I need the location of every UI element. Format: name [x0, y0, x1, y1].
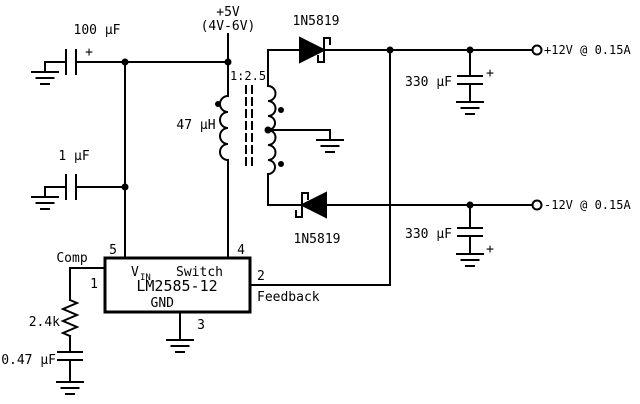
polarity-plus: + — [486, 242, 494, 257]
ground-symbol — [456, 243, 484, 267]
pin-comp-label: Comp — [56, 251, 87, 266]
pin-gnd-label: GND — [151, 296, 175, 311]
pin4-number: 4 — [237, 243, 245, 258]
ground-symbol — [31, 186, 59, 210]
ground-symbol — [166, 329, 194, 353]
label-inductance: 47 µH — [176, 118, 215, 133]
label-diode-bottom: 1N5819 — [294, 232, 341, 247]
comp-network — [57, 267, 106, 373]
ic-part-number: LM2585-12 — [136, 277, 217, 295]
input-cap-1uf — [44, 174, 126, 200]
resistor-2k4 — [60, 298, 80, 338]
label-supply-range: (4V-6V) — [201, 19, 256, 34]
phase-dot — [215, 101, 221, 107]
pin-vin-subscript: IN — [140, 273, 151, 283]
diode-bottom — [295, 191, 327, 219]
pin5-number: 5 — [109, 243, 117, 258]
label-turns-ratio: 1:2.5 — [230, 69, 266, 83]
ground-symbol — [456, 91, 484, 115]
polarity-plus: + — [85, 45, 93, 60]
pin3-number: 3 — [197, 318, 205, 333]
negative-rail — [267, 173, 533, 206]
positive-rail — [267, 49, 533, 87]
schottky-cathode — [317, 37, 331, 63]
label-supply-voltage: +5V — [216, 5, 240, 20]
pin2-number: 2 — [257, 269, 265, 284]
label-cap-047uf: 0.47 µF — [1, 353, 56, 368]
label-output-pos: +12V @ 0.15A — [544, 43, 631, 57]
input-rail — [124, 33, 229, 259]
phase-dot — [278, 107, 284, 113]
input-cap-100uf — [44, 49, 126, 75]
terminal-neg — [531, 199, 543, 211]
phase-dot — [278, 161, 284, 167]
label-cap-330-pos: 330 µF — [405, 75, 452, 90]
label-cap-100uf: 100 µF — [74, 23, 121, 38]
label-output-neg: -12V @ 0.15A — [544, 198, 631, 212]
diode-top — [299, 36, 331, 64]
schottky-cathode — [295, 192, 309, 218]
pin-vin-label: V — [131, 265, 139, 280]
ground-symbol — [316, 129, 344, 153]
output-cap-pos — [457, 49, 483, 93]
polarity-plus: + — [486, 66, 494, 81]
pin-switch-label: Switch — [176, 265, 223, 280]
ground-symbol — [31, 61, 59, 85]
output-cap-neg — [457, 204, 483, 245]
ic-lm2585-body — [103, 256, 252, 314]
pin1-number: 1 — [90, 277, 98, 292]
primary-winding — [219, 94, 230, 162]
pin-feedback-label: Feedback — [257, 290, 320, 305]
label-diode-top: 1N5819 — [293, 14, 340, 29]
label-cap-1uf: 1 µF — [58, 149, 89, 164]
feedback-trace — [249, 49, 391, 286]
label-resistor: 2.4k — [29, 315, 60, 330]
terminal-pos — [531, 44, 543, 56]
junction-dots — [121, 46, 474, 209]
ground-symbol — [56, 371, 84, 395]
label-cap-330-neg: 330 µF — [405, 227, 452, 242]
